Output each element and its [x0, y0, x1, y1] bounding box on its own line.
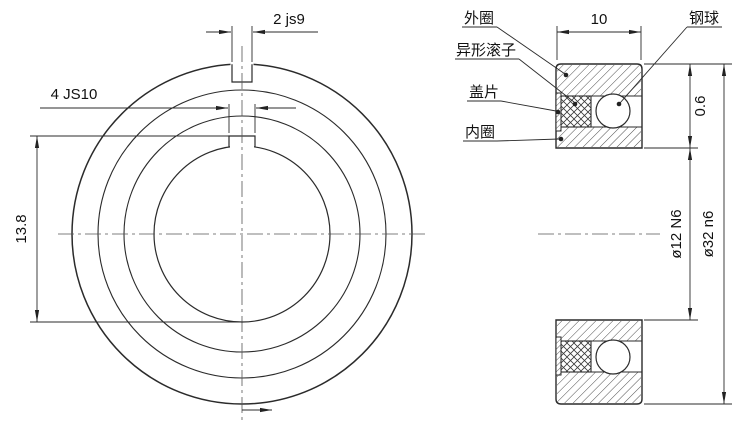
- dim-bore-diameter-text: ø12 N6: [668, 209, 685, 258]
- dim-shield-recess-text: 0.6: [692, 96, 709, 117]
- label-profiled-roller: 异形滚子: [455, 42, 578, 107]
- section-bottom-half: [555, 319, 643, 405]
- dim-bearing-width-text: 10: [591, 11, 608, 28]
- dim-outer-diameter: ø32 n6: [644, 63, 732, 405]
- section-top-half: [555, 63, 643, 149]
- inner-ring-section-top: [557, 127, 641, 147]
- label-outer-ring-text: 外圈: [464, 10, 494, 27]
- label-inner-ring: 内圈: [463, 124, 564, 142]
- dim-outer-keyway-width: 2 js9: [206, 11, 318, 62]
- dim-outer-keyway-width-text: 2 js9: [273, 11, 305, 28]
- shield-plate-bottom: [555, 336, 562, 376]
- label-outer-ring: 外圈: [462, 10, 569, 78]
- outer-ring-section-bottom: [557, 372, 641, 403]
- steel-ball-top: [595, 93, 631, 129]
- leader-dot: [555, 109, 561, 115]
- dim-keyway-depth-text: 13.8: [13, 214, 30, 243]
- dim-outer-diameter-text: ø32 n6: [700, 211, 717, 258]
- part-labels: 外圈 钢球 异形滚子 盖片: [455, 10, 722, 142]
- leader-dot: [558, 136, 564, 142]
- inner-ring-section-bottom: [557, 321, 641, 341]
- front-view: 2 js9 4 JS10 13.8: [13, 11, 428, 420]
- dim-bearing-width: 10: [556, 11, 642, 60]
- label-steel-ball-text: 钢球: [689, 10, 719, 27]
- label-steel-ball: 钢球: [616, 10, 722, 107]
- dim-shield-recess: 0.6: [687, 64, 709, 148]
- dim-bore-diameter: ø12 N6: [644, 147, 698, 321]
- dim-keyway-depth: 13.8: [13, 135, 243, 323]
- leader-dot: [616, 101, 622, 107]
- dim-bore-keyway-width-text: 4 JS10: [51, 86, 98, 103]
- outer-ring-section-top: [557, 65, 641, 96]
- label-shield-plate-text: 盖片: [469, 84, 499, 101]
- leader-dot: [572, 101, 578, 107]
- label-profiled-roller-text: 异形滚子: [456, 42, 516, 59]
- front-centerlines: [58, 46, 428, 420]
- profiled-roller-top: [560, 95, 592, 128]
- section-view: 10 0.6 ø12 N6 ø32 n6 外圈: [455, 10, 732, 405]
- leader-dot: [563, 72, 569, 78]
- label-shield-plate: 盖片: [467, 84, 561, 115]
- profiled-roller-bottom: [560, 340, 592, 373]
- steel-ball-bottom: [595, 339, 631, 375]
- dim-bore-keyway-width: 4 JS10: [40, 86, 296, 133]
- label-inner-ring-text: 内圈: [465, 124, 495, 141]
